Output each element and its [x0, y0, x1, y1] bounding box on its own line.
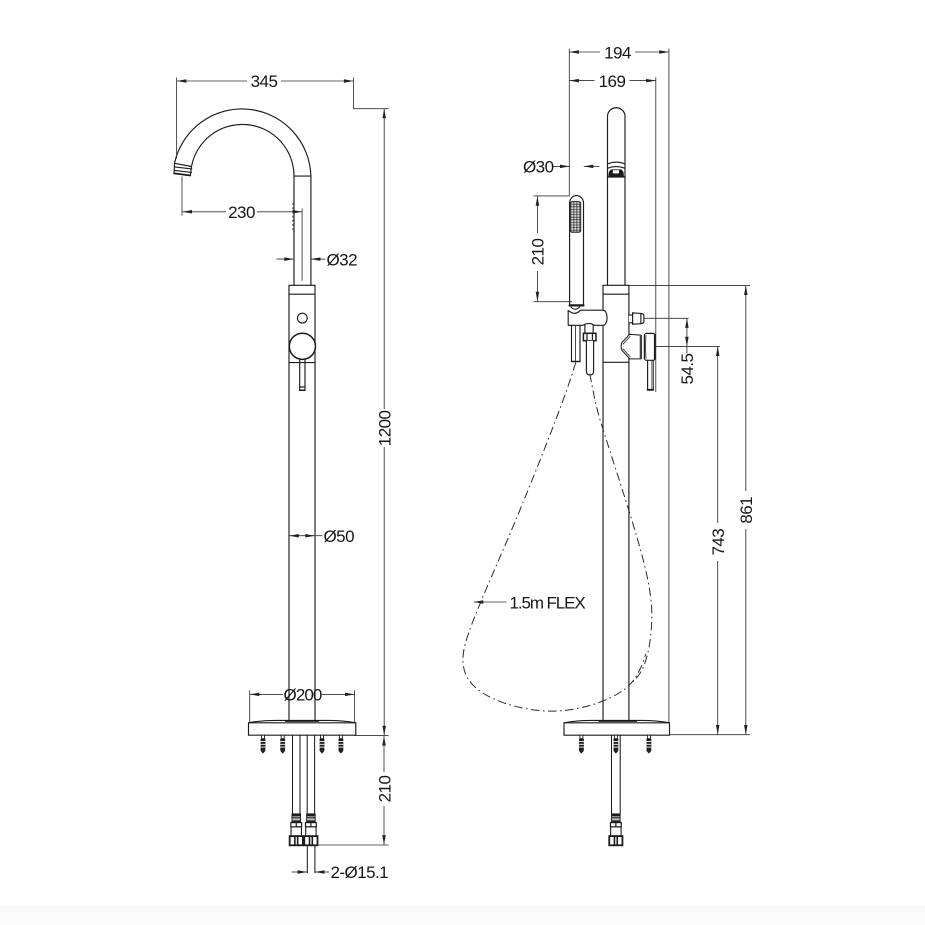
svg-text:743: 743 — [709, 529, 728, 556]
svg-text:861: 861 — [737, 497, 756, 524]
svg-text:54.5: 54.5 — [678, 353, 697, 384]
svg-text:194: 194 — [604, 43, 631, 62]
svg-text:169: 169 — [599, 72, 626, 91]
svg-text:1.5m FLEX: 1.5m FLEX — [510, 593, 586, 612]
svg-text:2-Ø15.1: 2-Ø15.1 — [331, 863, 389, 882]
svg-text:345: 345 — [251, 72, 278, 91]
svg-text:210: 210 — [529, 239, 548, 266]
svg-text:230: 230 — [228, 203, 255, 222]
svg-text:1200: 1200 — [376, 410, 395, 446]
svg-text:Ø32: Ø32 — [327, 250, 358, 269]
svg-text:210: 210 — [375, 776, 394, 803]
svg-text:Ø200: Ø200 — [284, 686, 322, 705]
svg-text:Ø50: Ø50 — [324, 527, 355, 546]
svg-text:Ø30: Ø30 — [523, 158, 554, 177]
